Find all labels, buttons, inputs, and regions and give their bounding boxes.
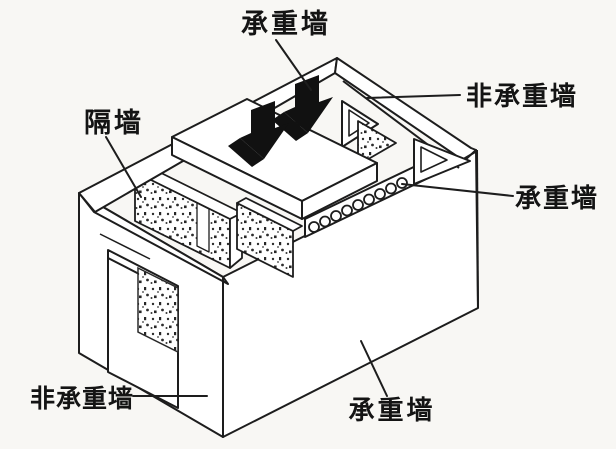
load-arrow-icon — [272, 75, 333, 141]
opening-triangle-2-inner — [420, 146, 448, 173]
leader-right-load-bearing — [401, 183, 514, 197]
roof-slab-front-face — [301, 162, 378, 220]
load-arrows — [228, 75, 333, 167]
leader-top-load-bearing — [275, 39, 312, 91]
partition-wall2-top — [236, 197, 303, 232]
rear-wall-openings — [341, 100, 471, 185]
corner-edges — [78, 149, 479, 437]
leader-lines — [105, 39, 514, 397]
leader-bottom-right-load-bearing — [360, 340, 388, 397]
leader-left-partition — [105, 136, 142, 198]
roof-slab — [171, 98, 378, 220]
load-arrow-icon — [228, 101, 289, 167]
label-partition-wall: 隔墙 — [84, 108, 144, 138]
middle-bearing-wall-end — [357, 120, 397, 166]
partition-through-opening — [137, 266, 179, 354]
interior-partitions — [99, 165, 303, 278]
label-non-load-bearing-wall-right: 非承重墙 — [466, 81, 578, 111]
label-load-bearing-wall-bottom: 承重墙 — [348, 395, 435, 425]
label-load-bearing-wall-top: 承重墙 — [241, 9, 331, 39]
floor-edge-line — [99, 233, 151, 260]
leader-right-non-load-bearing — [366, 94, 461, 99]
label-non-load-bearing-wall-bottom: 非承重墙 — [30, 385, 134, 413]
slab-holes — [308, 177, 408, 233]
labels: 承重墙 非承重墙 隔墙 承重墙 非承重墙 承重墙 — [30, 9, 599, 425]
label-load-bearing-wall-right: 承重墙 — [515, 183, 599, 213]
partition-joint-strip — [196, 202, 210, 253]
